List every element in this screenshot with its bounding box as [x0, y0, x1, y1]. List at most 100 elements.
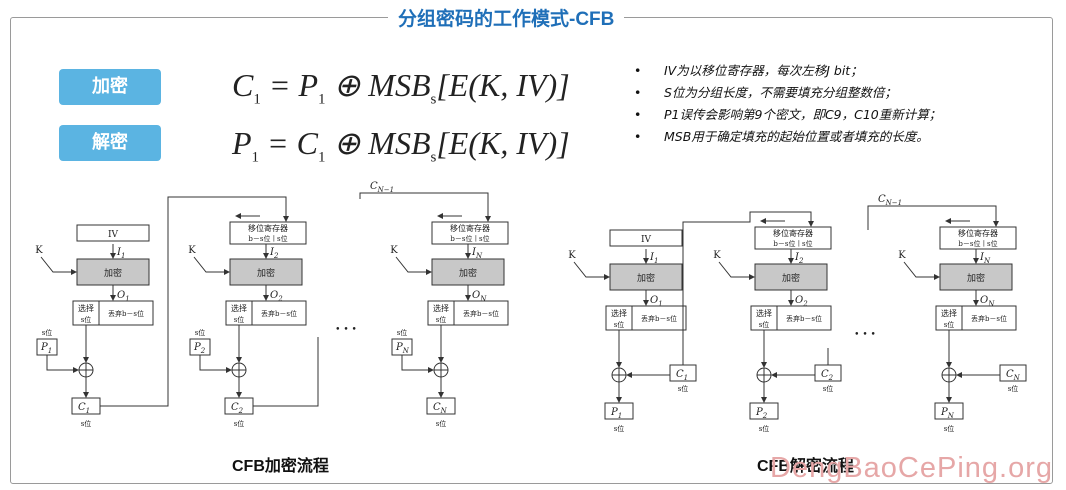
- feedback-line: [100, 196, 289, 407]
- feedback-line-n: [359, 192, 491, 222]
- encrypt-pill: 加密: [59, 69, 161, 105]
- xor-icon-cross: [942, 368, 956, 382]
- xor-icon-cross: [232, 363, 246, 377]
- note-item: IV为以移位寄存器，每次左移J bit；: [632, 60, 941, 82]
- k-arrow: [903, 261, 940, 280]
- xor-icon-cross: [79, 363, 93, 377]
- select-box: [225, 300, 253, 326]
- select-bits: s位: [759, 320, 770, 329]
- k-label: K: [713, 250, 721, 261]
- shift-register-box: [754, 226, 832, 250]
- plaintext-bits: s位: [944, 424, 955, 433]
- plaintext-bits: s位: [614, 424, 625, 433]
- shift-register-bits: b－s位 ∣ s位: [958, 239, 997, 248]
- select-label: 选择: [231, 303, 247, 313]
- i-label: I1: [116, 247, 125, 260]
- select-label: 选择: [756, 308, 772, 318]
- encrypt-box-label: 加密: [257, 267, 275, 279]
- feedback-line-n: [867, 205, 999, 230]
- plaintext-box: [749, 402, 779, 420]
- discard-label: 丢弃b－s位: [641, 314, 677, 323]
- encrypt-box-label: 加密: [104, 267, 122, 279]
- k-label: K: [898, 250, 906, 261]
- notes-list: IV为以移位寄存器，每次左移J bit； S位为分组长度，不需要填充分组整数倍；…: [632, 60, 941, 148]
- i-label: I1: [649, 252, 658, 265]
- shift-register-label: 移位寄存器: [958, 228, 998, 238]
- encrypt-caption: CFB加密流程: [232, 458, 329, 475]
- i-label: I2: [269, 247, 279, 260]
- page-title: 分组密码的工作模式-CFB: [388, 4, 625, 31]
- xor-icon-cross: [757, 368, 771, 382]
- encrypt-box-label: 加密: [459, 267, 477, 279]
- ciphertext-box: [426, 397, 456, 415]
- plaintext-bits: s位: [42, 328, 53, 337]
- plaintext-box: [604, 402, 634, 420]
- plaintext-bits: s位: [195, 328, 206, 337]
- select-bits: s位: [81, 315, 92, 324]
- select-bits: s位: [944, 320, 955, 329]
- shift-register-label: 移位寄存器: [248, 223, 288, 233]
- discard-box: [776, 305, 832, 331]
- select-bits: s位: [436, 315, 447, 324]
- ciphertext-bits: s位: [234, 419, 245, 428]
- select-box: [750, 305, 778, 331]
- encrypt-box: [431, 258, 505, 286]
- ciphertext-bits: s位: [678, 384, 689, 393]
- ciphertext-bits: s位: [1008, 384, 1019, 393]
- shift-register-box: [229, 221, 307, 245]
- i-label: I2: [794, 252, 804, 265]
- k-label: K: [35, 245, 43, 256]
- encrypt-box: [229, 258, 303, 286]
- k-arrow: [40, 256, 77, 275]
- i-label: IN: [979, 252, 991, 265]
- xor-icon-cross: [612, 368, 626, 382]
- iv-label: IV: [641, 235, 652, 245]
- note-item: S位为分组长度，不需要填充分组整数倍；: [632, 82, 941, 104]
- decrypt-pill: 解密: [59, 125, 161, 161]
- cn-minus-1-label: CN−1: [878, 194, 902, 207]
- discard-label: 丢弃b－s位: [971, 314, 1007, 323]
- encrypt-formula: C1 = P1 ⊕ MSBs[E(K, IV)]: [232, 67, 570, 108]
- discard-box: [631, 305, 687, 331]
- discard-box: [961, 305, 1017, 331]
- i-label: IN: [471, 247, 483, 260]
- discard-box: [453, 300, 509, 326]
- shift-register-box: [939, 226, 1017, 250]
- encrypt-box: [609, 263, 683, 291]
- decrypt-caption: CFB解密流程: [757, 458, 854, 475]
- ellipsis: • • •: [335, 325, 357, 335]
- ciphertext-bits: s位: [823, 384, 834, 393]
- plaintext-bits: s位: [397, 328, 408, 337]
- shift-register-bits: b－s位 ∣ s位: [248, 234, 287, 243]
- select-box: [935, 305, 963, 331]
- ciphertext-bits: s位: [436, 419, 447, 428]
- select-bits: s位: [614, 320, 625, 329]
- encrypt-box-label: 加密: [637, 272, 655, 284]
- encrypt-box-label: 加密: [782, 272, 800, 284]
- plaintext-arrow: [46, 355, 79, 373]
- select-label: 选择: [611, 308, 627, 318]
- plaintext-arrow: [199, 355, 232, 373]
- iv-box: [609, 229, 683, 247]
- plaintext-arrow: [401, 355, 434, 373]
- select-label: 选择: [433, 303, 449, 313]
- watermark: DengBaoCePing.org: [770, 452, 1054, 484]
- shift-register-label: 移位寄存器: [450, 223, 490, 233]
- discard-label: 丢弃b－s位: [261, 309, 297, 318]
- k-label: K: [390, 245, 398, 256]
- encrypt-box: [76, 258, 150, 286]
- discard-label: 丢弃b－s位: [786, 314, 822, 323]
- select-label: 选择: [941, 308, 957, 318]
- discard-box: [98, 300, 154, 326]
- select-bits: s位: [234, 315, 245, 324]
- k-arrow: [573, 261, 610, 280]
- select-label: 选择: [78, 303, 94, 313]
- select-box: [427, 300, 455, 326]
- shift-register-bits: b－s位 ∣ s位: [450, 234, 489, 243]
- feedback-line: [682, 211, 814, 365]
- shift-register-box: [431, 221, 509, 245]
- select-box: [605, 305, 633, 331]
- xor-icon-cross: [434, 363, 448, 377]
